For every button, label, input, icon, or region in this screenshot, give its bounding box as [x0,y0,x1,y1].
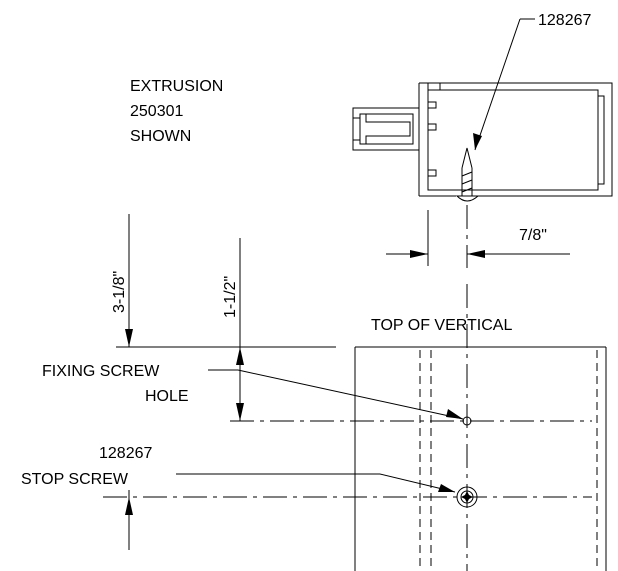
part-ref-leader-top [473,18,535,151]
fixing-screw-label-line1: FIXING SCREW [42,363,160,380]
dim-vertical-short [236,238,244,421]
dim-vertical-short-label: 1-1/2" [222,276,239,318]
extrusion-note-line1: EXTRUSION [130,78,223,95]
dim-horizontal-label: 7/8" [519,227,547,244]
fixing-screw-leader [208,369,464,420]
reference-lines [103,346,592,498]
vertical-member [354,284,607,571]
stop-screw-label-line1: 128267 [99,445,152,462]
dim-vertical-long-label: 3-1/8" [111,271,128,313]
dim-horizontal [386,205,570,268]
fixing-screw-hole [462,416,472,426]
stop-screw [456,486,478,508]
extrusion-profile [352,82,613,202]
extrusion-note-line3: SHOWN [130,128,191,145]
stop-screw-label-line2: STOP SCREW [21,471,129,488]
part-ref-top-label: 128267 [538,12,591,29]
section-title: TOP OF VERTICAL [371,317,512,334]
extrusion-note: EXTRUSION 250301 SHOWN [130,78,223,145]
fixing-screw-label-line2: HOLE [145,388,189,405]
dim-vertical-long [125,214,133,550]
extrusion-note-line2: 250301 [130,103,183,120]
stop-screw-leader [176,473,456,493]
